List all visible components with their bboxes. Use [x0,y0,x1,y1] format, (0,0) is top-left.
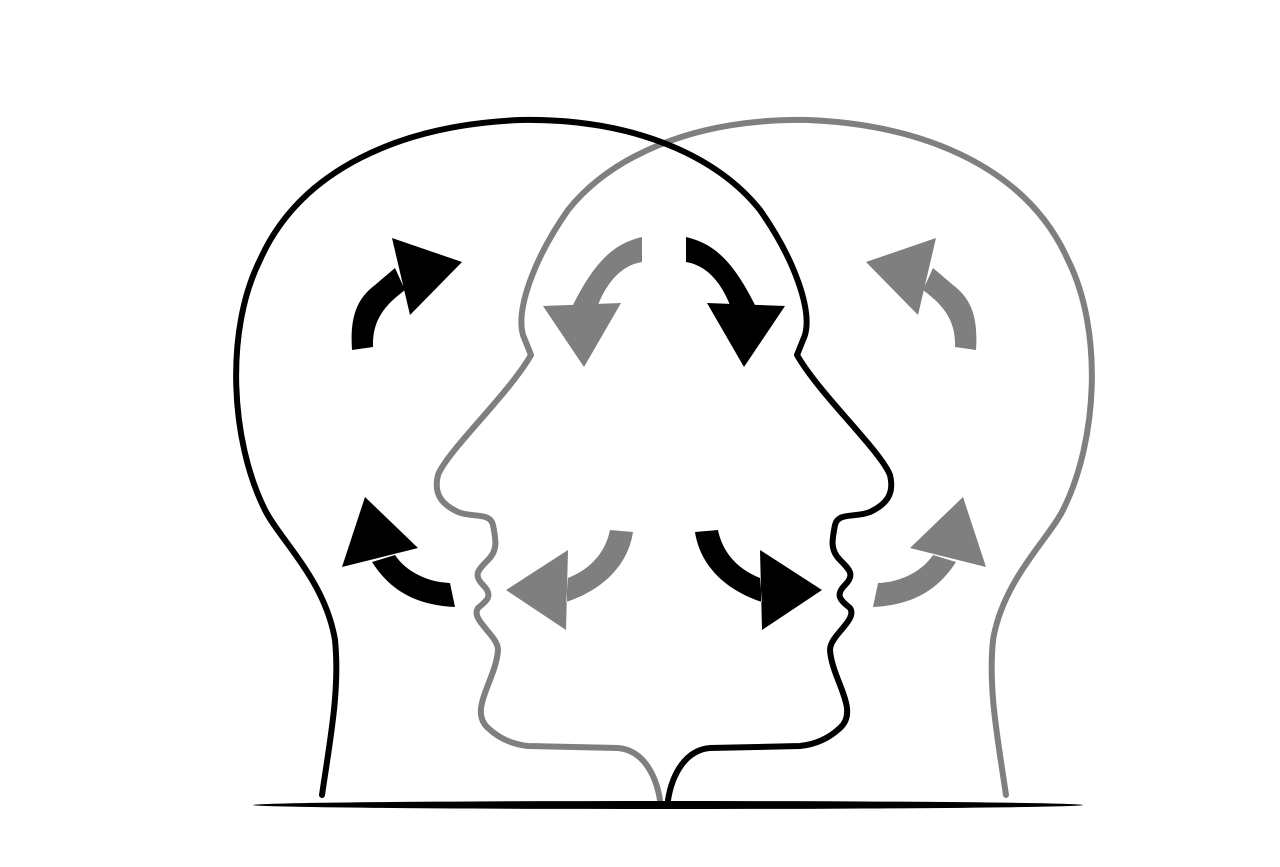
gray-head [437,120,1092,800]
black-head-group [236,120,891,800]
ground-line [253,801,1083,809]
gray-head-group [437,120,1092,800]
black-head [236,120,891,800]
